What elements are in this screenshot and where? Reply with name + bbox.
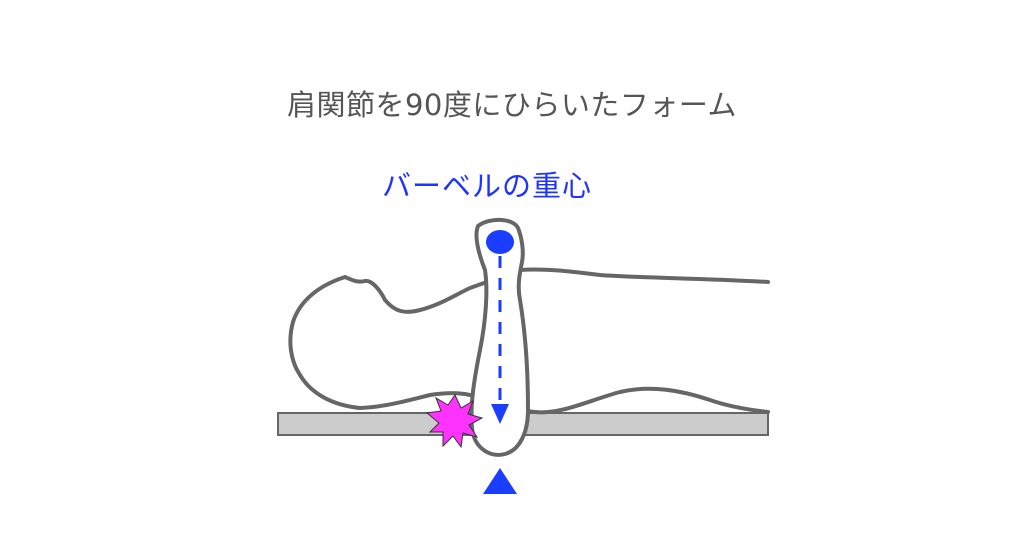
starburst-icon (425, 394, 484, 449)
body-outline (288, 267, 770, 415)
triangle-up-icon (483, 468, 517, 494)
page-title: 肩関節を90度にひらいたフォーム (286, 88, 738, 122)
gravity-arrowhead (491, 404, 509, 424)
barbell-center-label: バーベルの重心 (382, 169, 593, 203)
arm-outline (469, 217, 530, 457)
barbell-center-dot (486, 230, 514, 254)
